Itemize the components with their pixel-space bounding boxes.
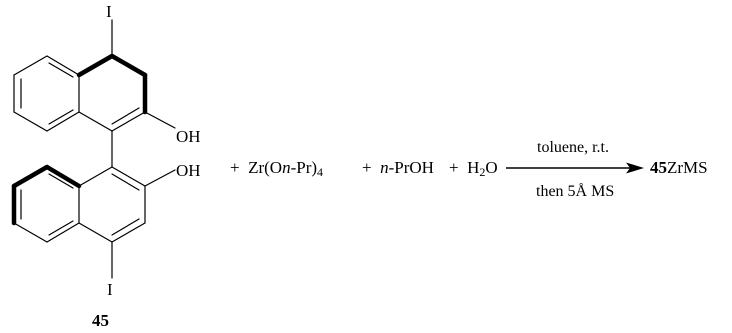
- upper-left-ring: [13, 55, 80, 132]
- reagent-water: + H2O: [449, 158, 498, 179]
- top-iodine-label: I: [106, 2, 112, 21]
- water-o: O: [485, 158, 498, 177]
- reaction-arrow: [506, 162, 644, 174]
- plus-sign: +: [449, 158, 459, 177]
- plus-sign: +: [362, 158, 372, 177]
- lower-right-ring: [78, 166, 176, 279]
- condition-below-arrow: then 5Å MS: [536, 183, 615, 200]
- compound-number: 45: [92, 311, 109, 330]
- top-hydroxyl-label: OH: [176, 127, 201, 146]
- zr-mid: -Pr): [290, 158, 318, 177]
- bottom-iodine-label: I: [107, 280, 113, 299]
- zr-prefix: Zr(O: [248, 158, 283, 177]
- upper-right-ring: [76, 19, 176, 132]
- zr-n-italic: n: [282, 158, 291, 177]
- propanol-n-italic: n: [380, 158, 389, 177]
- water-subscript: 2: [479, 165, 486, 179]
- product-label: 45ZrMS: [650, 159, 708, 176]
- reagent-zr-isopropoxide: + Zr(On-Pr)4: [230, 158, 324, 179]
- bottom-hydroxyl-label: OH: [176, 161, 201, 180]
- product-suffix: ZrMS: [667, 158, 708, 177]
- product-number: 45: [650, 158, 667, 177]
- propanol-rest: -PrOH: [388, 158, 434, 177]
- lower-left-ring: [11, 164, 82, 243]
- plus-sign: +: [230, 158, 240, 177]
- reagent-propanol: + n-PrOH: [362, 159, 434, 176]
- condition-above-arrow: toluene, r.t.: [537, 139, 609, 156]
- water-h: H: [467, 158, 480, 177]
- zr-subscript: 4: [317, 165, 324, 179]
